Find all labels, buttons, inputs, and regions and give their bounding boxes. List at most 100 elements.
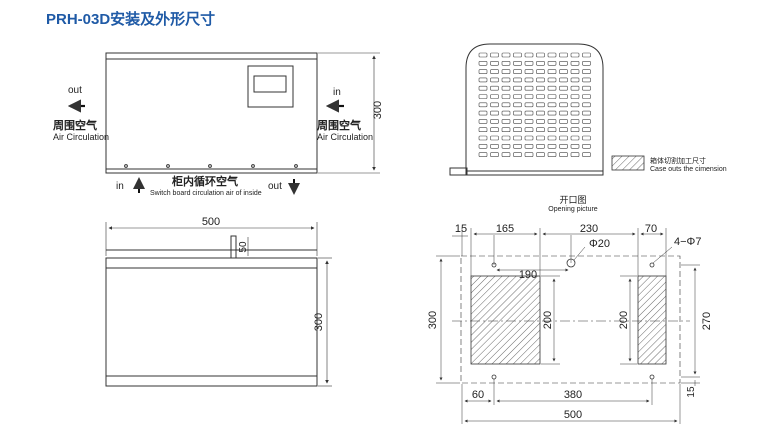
vent-slot bbox=[570, 60, 580, 66]
dim-15-left: 15 bbox=[455, 223, 467, 235]
side-case bbox=[465, 43, 604, 176]
vent-slot bbox=[570, 144, 580, 149]
vent-slot bbox=[524, 85, 534, 91]
vent-slot bbox=[547, 85, 557, 91]
vent-slot bbox=[582, 94, 591, 99]
vent-slot bbox=[582, 135, 591, 141]
vent-slot bbox=[536, 127, 545, 132]
vent-slot bbox=[490, 77, 499, 83]
vent-slot bbox=[490, 127, 499, 132]
side-vent-grille bbox=[478, 52, 591, 157]
vent-slot bbox=[547, 69, 557, 74]
vent-slot bbox=[513, 60, 522, 66]
front-bottom-in-label: in bbox=[116, 181, 124, 192]
vent-slot bbox=[478, 94, 488, 99]
vent-slot bbox=[501, 144, 511, 149]
vent-slot bbox=[501, 135, 511, 141]
vent-slot bbox=[582, 144, 591, 149]
vent-slot bbox=[582, 110, 591, 116]
vent-slot bbox=[513, 144, 522, 149]
vent-slot bbox=[513, 102, 522, 108]
hole-big-label: Φ20 bbox=[589, 238, 610, 250]
vent-slot bbox=[570, 110, 580, 116]
vent-slot bbox=[513, 52, 522, 58]
vent-slot bbox=[536, 119, 545, 124]
vent-slot bbox=[582, 85, 591, 91]
top-view bbox=[105, 222, 332, 387]
vent-slot bbox=[570, 152, 580, 157]
vent-slot bbox=[524, 60, 534, 66]
vent-slot bbox=[524, 77, 534, 83]
vent-slot bbox=[582, 69, 591, 74]
vent-slot bbox=[559, 144, 568, 149]
opening-title-en: Opening picture bbox=[548, 206, 598, 213]
top-flange-dim: 50 bbox=[238, 241, 249, 253]
vent-slot bbox=[501, 77, 511, 83]
vent-slot bbox=[501, 60, 511, 66]
vent-slot bbox=[524, 152, 534, 157]
vent-slot bbox=[478, 110, 488, 116]
vent-slot bbox=[478, 144, 488, 149]
vent-slot bbox=[513, 69, 522, 74]
front-right-cn: 周围空气 bbox=[317, 118, 361, 132]
vent-slot bbox=[536, 94, 545, 99]
top-case bbox=[105, 257, 318, 387]
vent-slot bbox=[501, 102, 511, 108]
vent-slot bbox=[501, 52, 511, 58]
vent-slot bbox=[490, 110, 499, 116]
vent-slot bbox=[547, 52, 557, 58]
vent-slot bbox=[478, 102, 488, 108]
vent-slot bbox=[559, 85, 568, 91]
vent-slot bbox=[547, 60, 557, 66]
vent-slot bbox=[536, 135, 545, 141]
opening-cutout-left bbox=[470, 275, 541, 365]
front-right-in-label: in bbox=[333, 87, 341, 98]
legend-hatch-swatch bbox=[611, 155, 645, 171]
vent-slot bbox=[570, 85, 580, 91]
front-left-cn: 周围空气 bbox=[53, 118, 97, 132]
vent-slot bbox=[513, 127, 522, 132]
legend-en: Case outs the cimension bbox=[650, 166, 727, 173]
vent-slot bbox=[559, 110, 568, 116]
vent-slot bbox=[490, 69, 499, 74]
front-case bbox=[105, 52, 318, 174]
opening-drawing bbox=[436, 228, 700, 424]
vent-slot bbox=[490, 94, 499, 99]
front-bottom-out-label: out bbox=[268, 181, 282, 192]
vent-slot bbox=[536, 77, 545, 83]
front-height-dim: 300 bbox=[372, 101, 384, 119]
vent-slot bbox=[478, 119, 488, 124]
vent-slot bbox=[478, 69, 488, 74]
vent-slot bbox=[501, 152, 511, 157]
front-left-en: Air Circulation bbox=[53, 132, 109, 142]
vent-slot bbox=[559, 102, 568, 108]
vent-slot bbox=[478, 60, 488, 66]
vent-slot bbox=[559, 77, 568, 83]
vent-slot bbox=[513, 77, 522, 83]
vent-slot bbox=[570, 77, 580, 83]
dim-500: 500 bbox=[564, 409, 582, 421]
vent-slot bbox=[570, 94, 580, 99]
vent-slot bbox=[513, 119, 522, 124]
vent-slot bbox=[478, 77, 488, 83]
vent-slot bbox=[501, 85, 511, 91]
vent-slot bbox=[524, 102, 534, 108]
vent-slot bbox=[559, 52, 568, 58]
side-mount-tab bbox=[449, 167, 468, 176]
vent-slot bbox=[478, 127, 488, 132]
opening-title-cn: 开口图 bbox=[559, 195, 586, 205]
vent-slot bbox=[559, 60, 568, 66]
vent-slot bbox=[501, 127, 511, 132]
dim-190: 190 bbox=[519, 269, 537, 281]
dim-165: 165 bbox=[496, 223, 514, 235]
vent-slot bbox=[570, 127, 580, 132]
vent-slot bbox=[501, 69, 511, 74]
vent-slot bbox=[536, 110, 545, 116]
dim-15-bottom: 15 bbox=[686, 386, 697, 398]
front-view bbox=[105, 52, 380, 174]
dim-200-left: 200 bbox=[542, 311, 554, 329]
vent-slot bbox=[536, 152, 545, 157]
vent-slot bbox=[582, 119, 591, 124]
vent-slot bbox=[559, 152, 568, 157]
